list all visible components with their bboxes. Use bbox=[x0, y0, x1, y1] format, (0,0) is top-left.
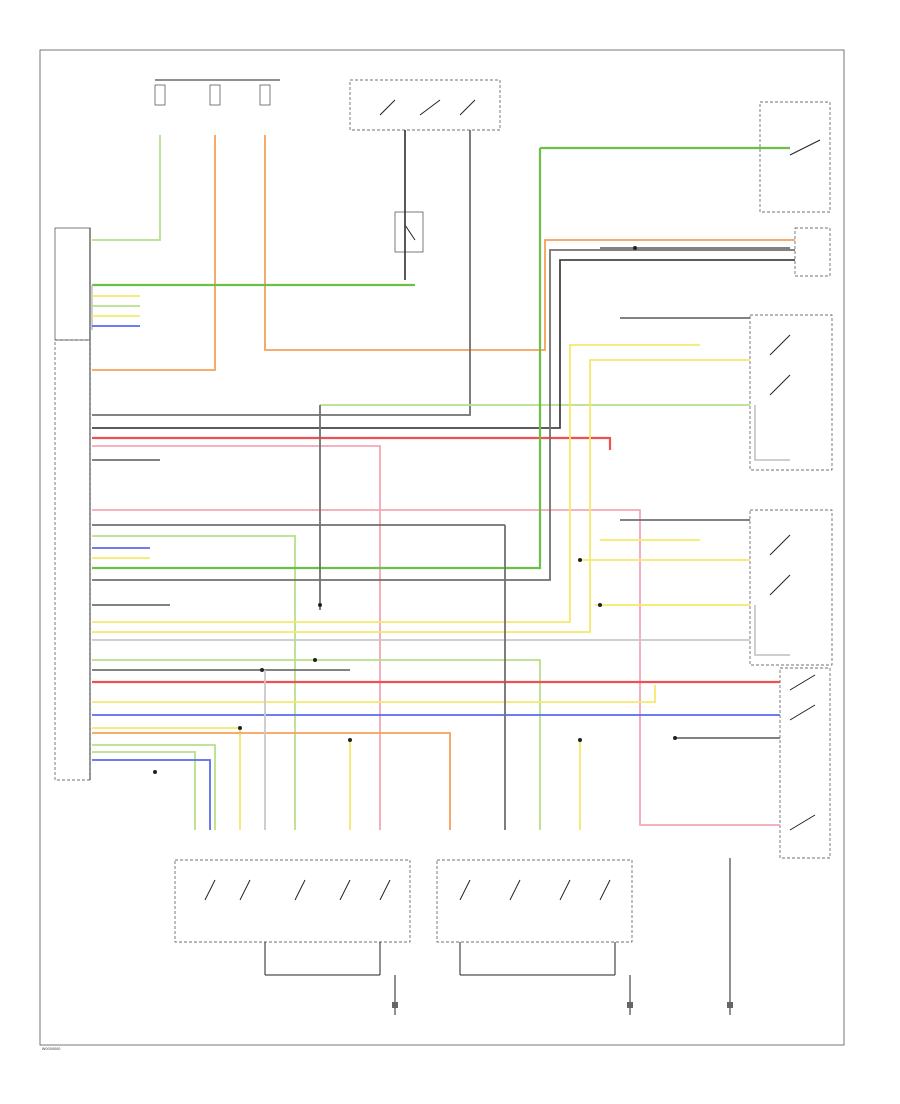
wire-lightgreen-31 bbox=[92, 659, 541, 830]
splice-dot-5 bbox=[348, 738, 352, 742]
upper-control-module bbox=[54, 227, 91, 341]
splice-dot-6 bbox=[578, 738, 582, 742]
wire-orange-2 bbox=[264, 135, 795, 351]
wire-harness bbox=[91, 130, 795, 830]
wire-lightgreen-0 bbox=[92, 135, 161, 241]
wire-blue-40 bbox=[92, 759, 211, 830]
wire-lightgreen-38 bbox=[92, 744, 216, 830]
driver-door-actuator-box bbox=[174, 859, 411, 943]
wire-orange-1 bbox=[92, 135, 216, 371]
wire-yellow-25 bbox=[92, 344, 700, 623]
front-door-switch-box bbox=[779, 667, 831, 859]
ground-symbols bbox=[264, 858, 733, 1015]
driver-door-lock-switch-box bbox=[759, 101, 831, 213]
ignition-switch-contacts bbox=[379, 99, 476, 116]
wire-gray-23 bbox=[92, 249, 795, 581]
rear-door-lock-actuator-box-right bbox=[749, 509, 833, 666]
splice-dot-2 bbox=[313, 658, 317, 662]
splice-dot-10 bbox=[673, 736, 677, 740]
rear-door-lock-actuator-box-left bbox=[749, 314, 833, 471]
splice-dot-4 bbox=[238, 726, 242, 730]
wire-lightgray-45 bbox=[754, 405, 790, 461]
splice-dot-0 bbox=[633, 246, 637, 250]
lower-control-module bbox=[54, 339, 91, 781]
junction-block-box bbox=[794, 227, 831, 277]
splice-dot-3 bbox=[260, 668, 264, 672]
wire-yellow-26 bbox=[92, 359, 750, 633]
splice-dot-1 bbox=[318, 603, 322, 607]
footer-code: W0000000 bbox=[42, 1047, 60, 1051]
wire-lightgreen-19 bbox=[92, 535, 296, 830]
fuse-block bbox=[154, 79, 280, 106]
diagram-frame bbox=[39, 49, 845, 1046]
relay-box bbox=[394, 211, 424, 253]
actuator-contacts-bottom bbox=[204, 879, 611, 901]
wire-gray-11 bbox=[92, 130, 471, 416]
splice-dot-8 bbox=[578, 558, 582, 562]
connector-dots bbox=[153, 246, 677, 774]
wire-orange-37 bbox=[92, 732, 451, 830]
wire-yellow-34 bbox=[92, 685, 656, 703]
ignition-switch-box bbox=[349, 79, 501, 131]
passenger-door-actuator-box bbox=[436, 859, 633, 943]
switch-contacts-right bbox=[769, 139, 821, 831]
wire-red-14 bbox=[92, 436, 612, 450]
wire-lightgray-46 bbox=[754, 605, 790, 656]
wire-green-22 bbox=[92, 148, 542, 570]
splice-dot-7 bbox=[153, 770, 157, 774]
wire-yellow-36 bbox=[92, 727, 241, 830]
wire-pink-15 bbox=[92, 445, 381, 830]
splice-dot-9 bbox=[598, 603, 602, 607]
relay-contact bbox=[404, 224, 416, 241]
wire-lightgreen-39 bbox=[92, 751, 196, 830]
wire-darkgray-13 bbox=[92, 259, 795, 429]
wire-pink-17 bbox=[92, 509, 780, 826]
